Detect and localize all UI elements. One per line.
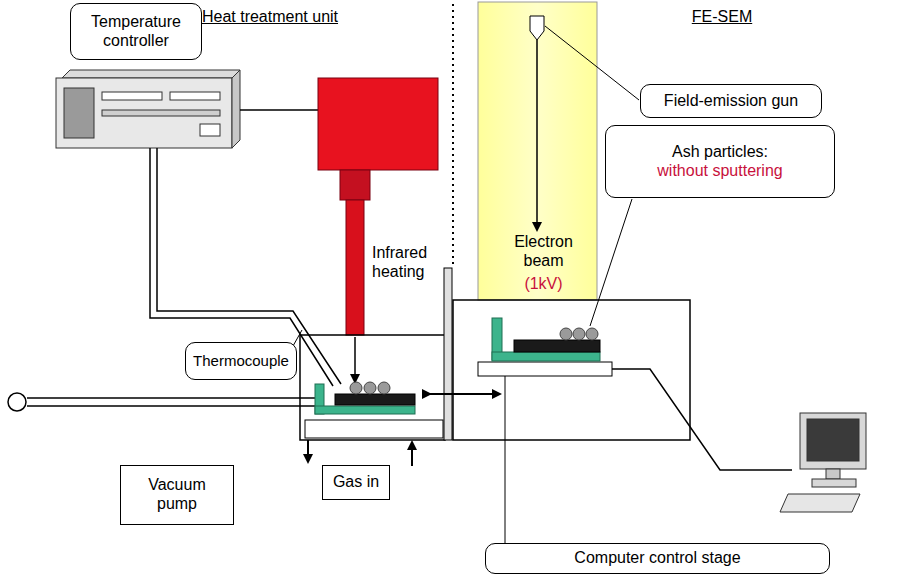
controller-icon-part [200,124,220,136]
sem-column-part [536,40,538,230]
heat-chamber-part [335,394,415,405]
infrared-heater-part [354,337,356,382]
controller-box: Temperature controller [70,3,202,60]
sem-chamber-part [492,352,600,361]
node-text: Computer control stage [574,549,740,568]
controller-wire [150,110,341,386]
heat-chamber-part [305,420,443,438]
computer-icon-part [812,479,856,487]
controller-icon-part [102,110,220,116]
computer-icon [780,413,866,512]
computer-icon-part [800,413,866,469]
controller-icon-part [170,92,220,100]
sem-chamber-part [453,300,690,440]
heat-chamber-part [8,393,26,411]
heat-chamber-part [315,406,415,414]
heat-chamber-part [27,405,316,407]
pump-arrows [308,440,412,466]
sem-column-part [530,16,544,40]
node-text: Vacuum pump [127,476,227,514]
node-text: Thermocouple [193,352,289,370]
sem-chamber-part [505,376,506,543]
computer-icon-part [807,419,859,461]
controller-wire-part [150,148,333,386]
gas-box: Gas in [322,465,390,500]
heat-chamber [8,335,445,440]
node-text: Temperature controller [77,13,195,51]
infrared-heater [318,78,438,382]
beam-column: Electron beam (1kV) [478,0,597,300]
pump-arrows-part [307,440,309,462]
controller-wire-part [240,109,318,111]
gun-callout: Field-emission gun [640,84,822,118]
controller-icon-part [64,88,94,138]
section-heading: FE-SEM [662,8,782,27]
pump-arrows-part [411,442,413,466]
sem-column-part [545,26,639,100]
pump-box: Vacuum pump [120,465,234,525]
heat-chamber-part [27,397,316,399]
part-label: Infrared heating [372,244,448,282]
infrared-heater-part [318,78,438,170]
sem-column-part [478,2,597,300]
node-text: Gas in [333,473,379,492]
sem-chamber-part [560,328,572,340]
computer-icon-part [826,469,840,479]
controller-icon-part [232,70,240,148]
node-text: Ash particles: [672,143,768,162]
heat-chamber-part [350,382,362,394]
transfer-arrow [430,394,500,395]
node-text: Field-emission gun [664,92,798,111]
infrared-heater-part [340,170,370,200]
node-text: without sputtering [657,162,782,181]
controller-icon-part [62,70,240,78]
sem-chamber-part [586,328,598,340]
infrared-heater-part [346,200,364,335]
section-divider-part [452,4,454,266]
computer-icon-part [780,494,860,512]
ash-callout: Ash particles:without sputtering [605,125,835,198]
sem-chamber-part [573,328,585,340]
sem-chamber-part [478,362,612,376]
node-text: Electron beam [504,233,584,271]
controller-icon-part [56,78,232,148]
stage-callout: Computer control stage [485,543,830,574]
controller-icon-part [102,92,162,100]
gate-wall-part [444,268,452,440]
section-heading: Heat treatment unit [170,8,370,27]
section-divider [453,4,454,266]
transfer-arrow-part [430,393,500,395]
sem-chamber-part [590,199,632,326]
heat-chamber-part [300,335,445,440]
heat-chamber-part [364,382,376,394]
controller-icon [56,70,240,148]
sem-chamber [453,199,792,543]
sem-chamber-part [612,369,792,470]
thermocouple-callout: Thermocouple [185,342,297,380]
controller-wire-part [157,148,341,384]
gate-wall [444,268,452,440]
node-text: (1kV) [524,275,562,294]
heat-chamber-part [378,382,390,394]
sem-chamber-part [514,340,600,352]
